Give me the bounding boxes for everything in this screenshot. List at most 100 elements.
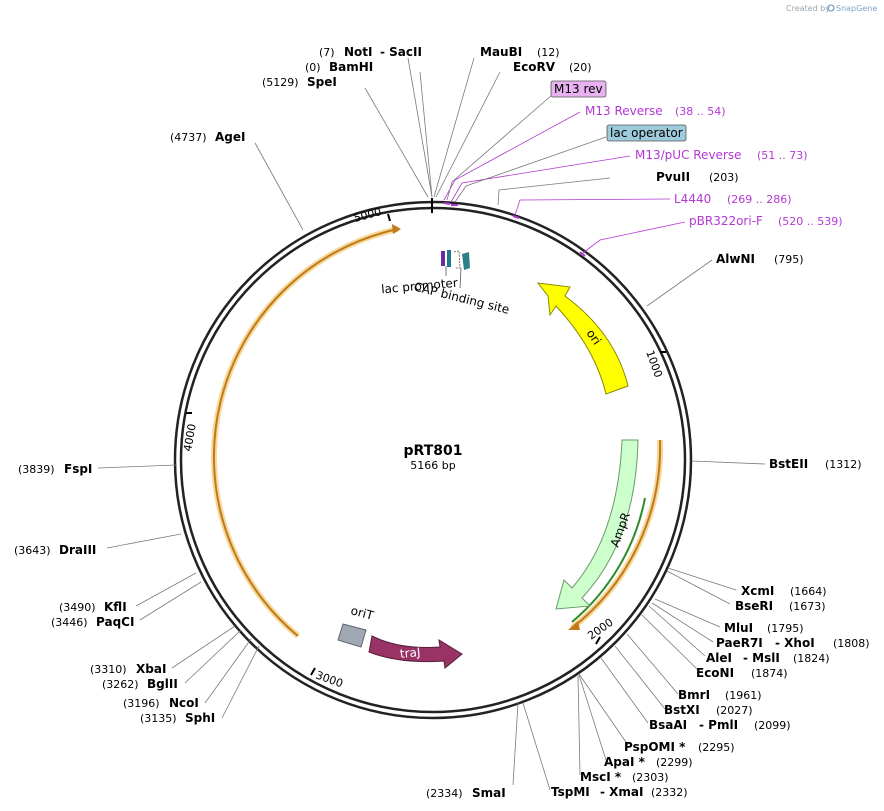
orf-arc-right	[571, 439, 662, 629]
orf-arc-left-glow	[210, 226, 399, 639]
orit-label: oriT	[349, 603, 375, 623]
site-apai[interactable]: ApaI *	[604, 755, 646, 769]
primer-l4440-pos: (269 .. 286)	[727, 193, 792, 206]
site-alei-extra[interactable]: - MslI	[743, 651, 780, 665]
orf-arc-left-arrowhead	[392, 224, 401, 234]
primer-l4440[interactable]: L4440	[674, 192, 711, 206]
site-xcmi[interactable]: XcmI	[741, 584, 774, 598]
site-paqci[interactable]: PaqCI	[96, 615, 134, 629]
m13-rev-label: M13 rev	[554, 82, 603, 96]
primer-pbr322ori-f-pos: (520 .. 539)	[778, 215, 843, 228]
site-econi[interactable]: EcoNI	[696, 666, 734, 680]
primer-mark-l4440	[512, 215, 520, 219]
site-draiii[interactable]: DraIII	[59, 543, 96, 557]
site-spei[interactable]: SpeI	[307, 75, 337, 89]
site-pvuii-pos: (203)	[709, 171, 739, 184]
primer-m13-reverse[interactable]: M13 Reverse	[585, 104, 663, 118]
site-fspi-pos: (3839)	[18, 463, 55, 476]
traj-label: traJ	[399, 645, 421, 661]
site-tspmi[interactable]: TspMI	[551, 785, 590, 799]
site-fspi[interactable]: FspI	[64, 462, 92, 476]
site-alwni-pos: (795)	[774, 253, 804, 266]
primer-mark-pbr322	[579, 251, 586, 257]
tick-label-4000: 4000	[181, 423, 199, 453]
primer-m13puc-reverse[interactable]: M13/pUC Reverse	[635, 148, 742, 162]
cap-site-mark[interactable]	[447, 250, 451, 267]
site-ncoi-pos: (3196)	[123, 697, 160, 710]
site-kfli-pos: (3490)	[59, 601, 96, 614]
lac-promoter-mark[interactable]	[441, 251, 445, 266]
site-bmri[interactable]: BmrI	[678, 688, 710, 702]
orit-feature[interactable]	[337, 623, 367, 648]
site-xbai[interactable]: XbaI	[136, 662, 166, 676]
site-bstxi[interactable]: BstXI	[664, 703, 700, 717]
lac-operator-label: lac operator	[610, 126, 683, 140]
site-bglii[interactable]: BglII	[147, 677, 178, 691]
site-alei-pos: (1824)	[793, 652, 830, 665]
site-pspomi-pos: (2295)	[698, 741, 735, 754]
site-paqci-pos: (3446)	[51, 616, 88, 629]
site-bamhi[interactable]: BamHI	[329, 60, 373, 74]
snapgene-logo-icon	[827, 4, 835, 12]
primer-mark-m13	[443, 202, 451, 205]
site-tspmi-extra[interactable]: - XmaI	[600, 785, 643, 799]
primer-pbr322ori-f[interactable]: pBR322ori-F	[689, 214, 763, 228]
site-apai-pos: (2299)	[656, 756, 693, 769]
credit-prefix: Created by	[786, 4, 830, 13]
site-paer7i[interactable]: PaeR7I	[716, 636, 763, 650]
site-draiii-pos: (3643)	[14, 544, 51, 557]
site-agei[interactable]: AgeI	[215, 130, 245, 144]
site-smai-pos: (2334)	[426, 787, 463, 800]
tick-3000	[310, 667, 316, 676]
site-pvuii[interactable]: PvuII	[656, 170, 690, 184]
primer-m13-reverse-pos: (38 .. 54)	[675, 105, 726, 118]
site-bmri-pos: (1961)	[725, 689, 762, 702]
m13-rev-box[interactable]	[550, 80, 607, 98]
site-mlui[interactable]: MluI	[724, 621, 753, 635]
site-spei-pos: (5129)	[262, 76, 299, 89]
lac-operator-box[interactable]	[606, 124, 687, 142]
site-pspomi[interactable]: PspOMI *	[624, 740, 686, 754]
site-maubi[interactable]: MauBI	[480, 45, 522, 59]
site-leaders	[97, 57, 766, 791]
tick-label-3000: 3000	[314, 669, 345, 691]
ori-feature[interactable]	[536, 282, 629, 395]
site-bsteii[interactable]: BstEII	[769, 457, 808, 471]
primer-leaders	[443, 111, 686, 254]
lac-operator-mark[interactable]	[453, 250, 461, 269]
tick-label-5000: 5000	[352, 205, 382, 225]
traj-feature[interactable]	[368, 635, 463, 669]
site-noti[interactable]: NotI	[344, 45, 373, 59]
site-msci[interactable]: MscI *	[580, 770, 622, 784]
primer-m13puc-reverse-pos: (51 .. 73)	[757, 149, 808, 162]
site-bseri[interactable]: BseRI	[735, 599, 773, 613]
site-sphi[interactable]: SphI	[185, 711, 215, 725]
site-bsaai[interactable]: BsaAI	[649, 718, 687, 732]
ampr-inner-arc	[571, 497, 646, 623]
site-smai[interactable]: SmaI	[472, 786, 506, 800]
cap-site-label: CAP binding site	[412, 280, 510, 317]
tick-2000	[595, 636, 601, 645]
site-noti-pos: (7)	[319, 46, 335, 59]
lac-operator-block[interactable]	[462, 252, 470, 270]
site-ecorv[interactable]: EcoRV	[513, 60, 556, 74]
site-noti-extra[interactable]: - SacII	[380, 45, 422, 59]
site-msci-pos: (2303)	[632, 771, 669, 784]
site-bglii-pos: (3262)	[102, 678, 139, 691]
site-ncoi[interactable]: NcoI	[169, 696, 199, 710]
site-sphi-pos: (3135)	[140, 712, 177, 725]
box-leaders	[446, 94, 607, 203]
site-paer7i-extra[interactable]: - XhoI	[775, 636, 815, 650]
site-alwni[interactable]: AlwNI	[716, 252, 755, 266]
tick-5000	[387, 213, 391, 222]
cap-site-leader	[459, 267, 462, 289]
site-xbai-pos: (3310)	[90, 663, 127, 676]
site-bsaai-pos: (2099)	[754, 719, 791, 732]
site-kfli[interactable]: KflI	[104, 600, 127, 614]
site-alei[interactable]: AleI	[706, 651, 732, 665]
site-bseri-pos: (1673)	[789, 600, 826, 613]
ampr-feature[interactable]	[555, 439, 639, 610]
credit-brand: SnapGene	[836, 4, 877, 13]
site-ecorv-pos: (20)	[569, 61, 592, 74]
site-bsaai-extra[interactable]: - PmlI	[699, 718, 738, 732]
